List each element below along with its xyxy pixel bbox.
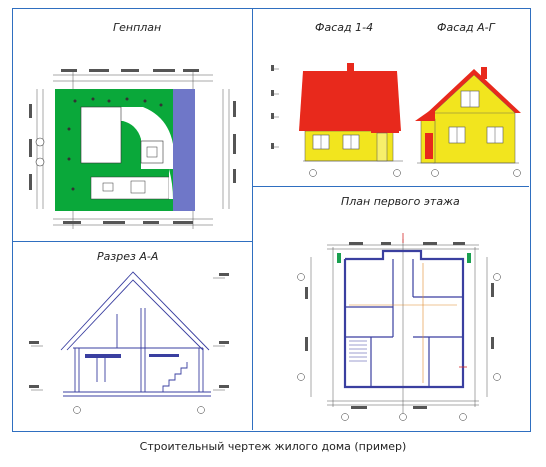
driveway	[173, 89, 195, 211]
parking-area	[90, 176, 170, 200]
section-drawing	[29, 271, 229, 414]
floor-plan-title: План первого этажа	[341, 195, 460, 208]
figure-caption: Строительный чертеж жилого дома (пример)	[139, 440, 407, 453]
house-footprint	[80, 106, 122, 164]
drawing-sheet-frame: Генплан	[12, 8, 531, 432]
site-plan-panel: Генплан	[13, 9, 253, 242]
floor-plan-drawing	[297, 233, 501, 421]
facade-1-4-title: Фасад 1-4	[315, 21, 374, 34]
facade-1-4-house	[299, 63, 403, 162]
facades-panel: Фасад 1-4 Фасад А-Г	[253, 9, 529, 187]
site-plan-title: Генплан	[113, 21, 162, 34]
floor-plan-panel: План первого этажа	[253, 187, 529, 430]
facade-a-g-house	[415, 67, 521, 164]
facades-drawing	[271, 63, 521, 177]
site-plan-drawing	[29, 69, 236, 229]
outbuilding	[140, 140, 164, 164]
section-panel: Разрез А-А	[13, 242, 253, 430]
facade-a-g-title: Фасад А-Г	[437, 21, 495, 34]
section-title: Разрез А-А	[97, 250, 159, 263]
